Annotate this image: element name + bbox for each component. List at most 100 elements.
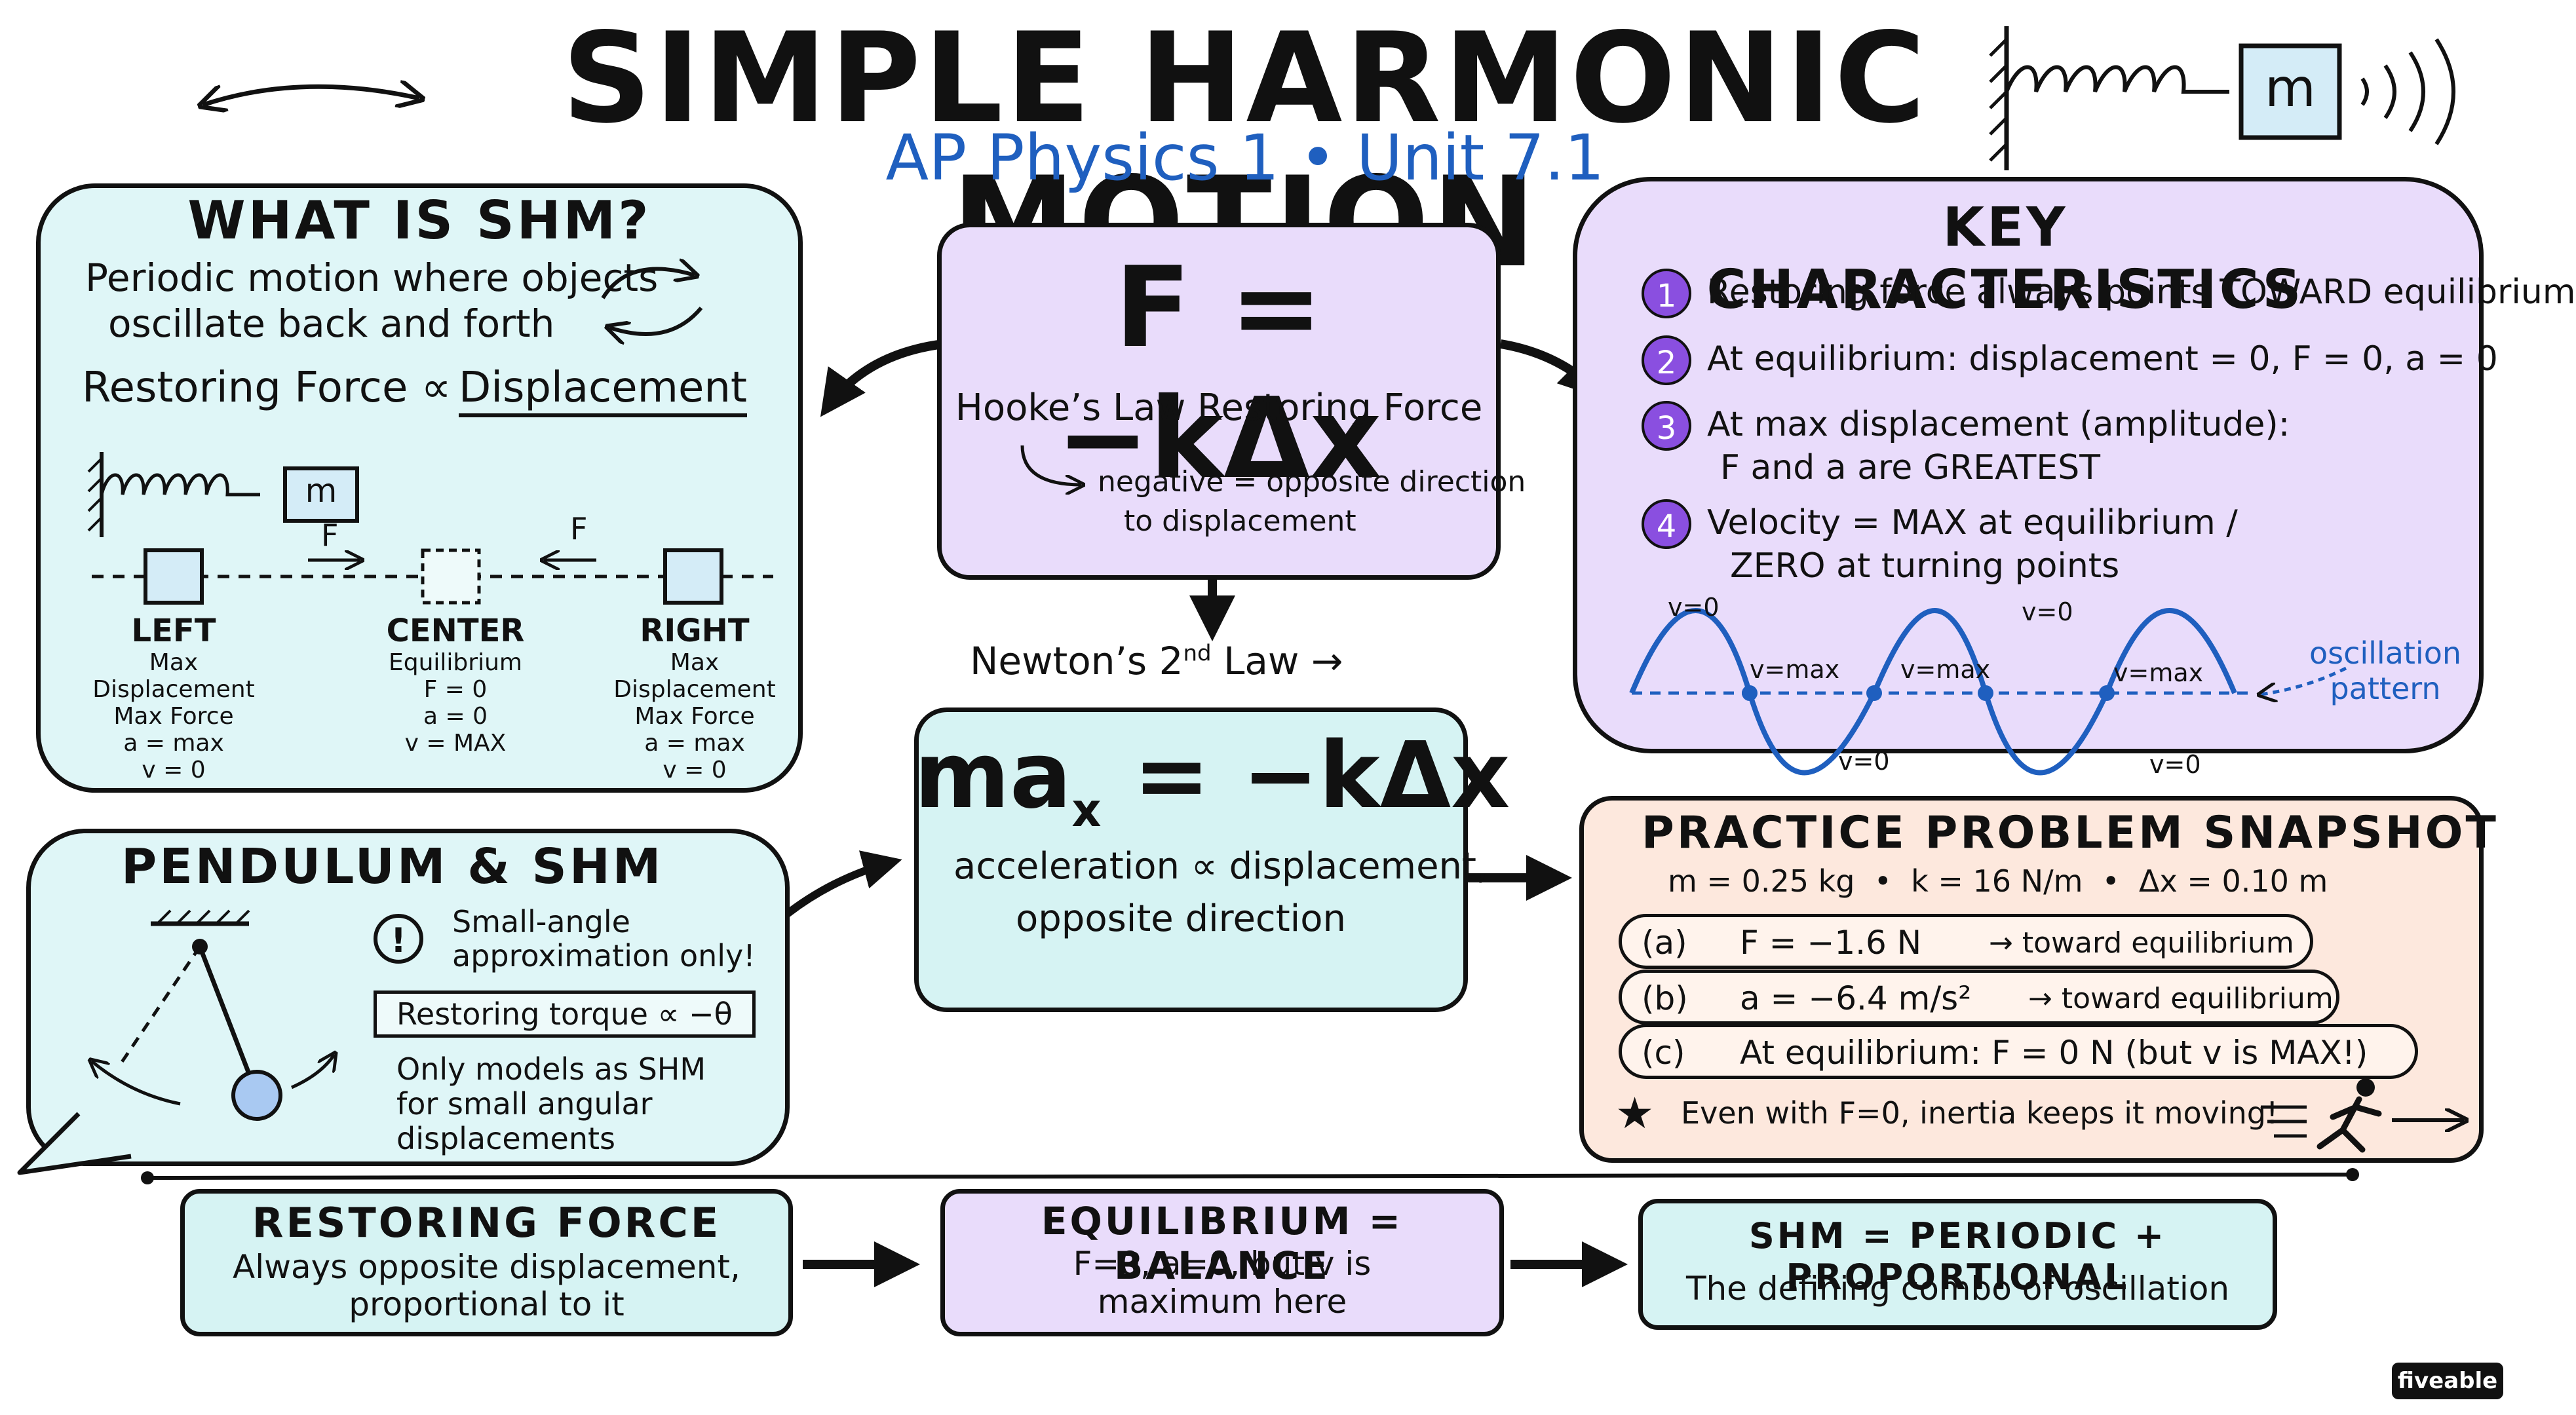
header-mass-label: m [2265,58,2316,119]
oscillation-wave [1629,608,2347,776]
position-center-line: Equilibrium [389,649,522,676]
newton-eq-rest: = −kΔx [1101,723,1510,829]
warning-line-1: Small-angle [452,904,630,939]
summary-line: proportional to it [349,1285,625,1323]
newton-eq-main: ma [914,723,1072,829]
arrow-pendulum-to-newton [780,850,902,920]
newton-label-suffix: Law → [1211,639,1343,683]
position-right-name: RIGHT [640,613,750,649]
newton-note-2: opposite direction [1016,897,1346,940]
connector-layer [141,26,2455,1287]
answer-letter: (c) [1642,1034,1685,1072]
practice-heading: PRACTICE PROBLEM SNAPSHOT [1642,807,2499,859]
position-left-name: LEFT [131,613,216,649]
newton-label-prefix: Newton’s 2 [970,639,1183,683]
summary-equilibrium [940,1189,1504,1336]
hooke-label: Hooke’s Law Restoring Force [955,387,1483,429]
summary-shm-definition [1638,1199,2277,1330]
brand-logo[interactable]: fiveable [2392,1363,2503,1399]
answer-letter: (b) [1642,979,1688,1017]
wave-label: v=max [1900,655,1991,684]
key-characteristics-heading: KEY CHARACTERISTICS [1706,197,2304,321]
answer-note: → toward equilibrium [2028,982,2334,1015]
hooke-note-arrow [1020,445,2516,1415]
torque-box: Restoring torque ∝ −θ [374,990,756,1038]
summary-line: The defining combo of oscillation [1685,1270,2230,1308]
running-person-icon [2261,1078,2516,1153]
hooke-note-1: negative = opposite direction [1098,465,1526,499]
force-label-right: F [570,511,588,546]
position-center-name: CENTER [386,613,525,649]
pendulum-diagram [0,909,2516,1121]
newton-note-1: acceleration ∝ displacement, [953,845,1488,888]
pendulum-note-1: Only models as SHM [396,1051,706,1087]
position-left: LEFT Max Displacement Max Force a = max … [66,613,282,783]
practice-footer: Even with F=0, inertia keeps it moving! [1681,1095,2278,1131]
pendulum-note-2: for small angular [396,1086,653,1122]
summary-line: maximum here [1097,1283,1347,1321]
newton-equation: max = −kΔx [914,721,1510,866]
position-center-line: v = MAX [404,730,507,757]
number-badge-icon: 4 [1642,499,1691,549]
position-center: CENTER Equilibrium F = 0 a = 0 v = MAX [347,613,564,757]
summary-line: F=0, a=0, but v is [1073,1245,1372,1283]
pattern-label-1: oscillation [2309,635,2462,671]
position-left-line: v = 0 [142,757,206,783]
hooke-equation: F = −kΔx [1056,243,1382,504]
practice-answer: (b) a = −6.4 m/s² → toward equilibrium [1619,970,2339,1025]
speech-tail [17,1112,132,1175]
what-is-shm-desc-1: Periodic motion where objects [85,255,659,300]
pattern-label-2: pattern [2330,671,2441,706]
relation-left: Restoring Force ∝ [82,364,452,412]
newton-label: Newton’s 2nd Law → [970,639,1343,683]
wave-label: v=max [2113,658,2204,687]
force-label-left: F [321,518,339,553]
key-item-text: Restoring force always points TOWARD equ… [1707,273,2576,312]
relation-right: Displacement [459,364,747,417]
summary-line: Always opposite displacement, [233,1248,740,1286]
pendulum-heading: PENDULUM & SHM [121,839,664,895]
hooke-law-panel [937,223,1501,580]
position-right-line: Max Force [634,703,755,730]
answer-text: a = −6.4 m/s² [1740,979,1972,1017]
practice-givens: m = 0.25 kg • k = 16 N/m • Δx = 0.10 m [1668,863,2328,899]
key-characteristics-panel [1573,177,2484,753]
summary-restoring-force [180,1189,793,1336]
hooke-note-2: to displacement [1124,504,1356,538]
number-badge-icon: 2 [1642,335,1691,385]
warning-icon: ! [374,914,423,964]
position-left-line: Max Displacement [92,649,255,703]
wave-label: v=0 [1838,747,1890,776]
diagram-mass-label: m [305,472,337,510]
position-right-line: Max Displacement [613,649,776,703]
answer-text: At equilibrium: F = 0 N (but v is MAX!) [1740,1034,2368,1072]
double-arrow-icon [203,86,419,105]
arrow-hooke-to-what [820,339,944,417]
key-item-text-2: F and a are GREATEST [1720,448,2101,487]
summary-title: RESTORING FORCE [252,1199,721,1247]
number-badge-icon: 3 [1642,401,1691,451]
summary-title: EQUILIBRIUM = BALANCE [1041,1199,1404,1288]
newton-panel [914,708,1468,1012]
position-right-line: a = max [644,730,745,757]
shm-spring-diagram [87,452,773,605]
wave-label: v=0 [1668,593,1720,622]
key-item-text: Velocity = MAX at equilibrium / [1707,503,2238,542]
divider-line [147,1173,2353,1180]
page-subtitle: AP Physics 1 • Unit 7.1 [885,121,1605,195]
position-left-line: a = max [123,730,224,757]
what-is-shm-heading: WHAT IS SHM? [187,190,651,251]
newton-label-sup: nd [1183,640,1212,667]
answer-letter: (a) [1642,924,1687,962]
key-item-text-2: ZERO at turning points [1730,546,2120,586]
key-item-text: At equilibrium: displacement = 0, F = 0,… [1707,339,2498,379]
what-is-shm-desc-2: oscillate back and forth [108,301,555,346]
pattern-label: oscillation pattern [2300,635,2470,706]
position-center-line: a = 0 [423,703,488,730]
wave-label: v=max [1750,655,1840,684]
position-right: RIGHT Max Displacement Max Force a = max… [586,613,803,783]
newton-eq-sub: x [1071,783,1102,837]
practice-answer: (a) F = −1.6 N → toward equilibrium [1619,914,2313,969]
position-right-line: v = 0 [663,757,727,783]
wave-label: v=0 [2022,597,2073,626]
